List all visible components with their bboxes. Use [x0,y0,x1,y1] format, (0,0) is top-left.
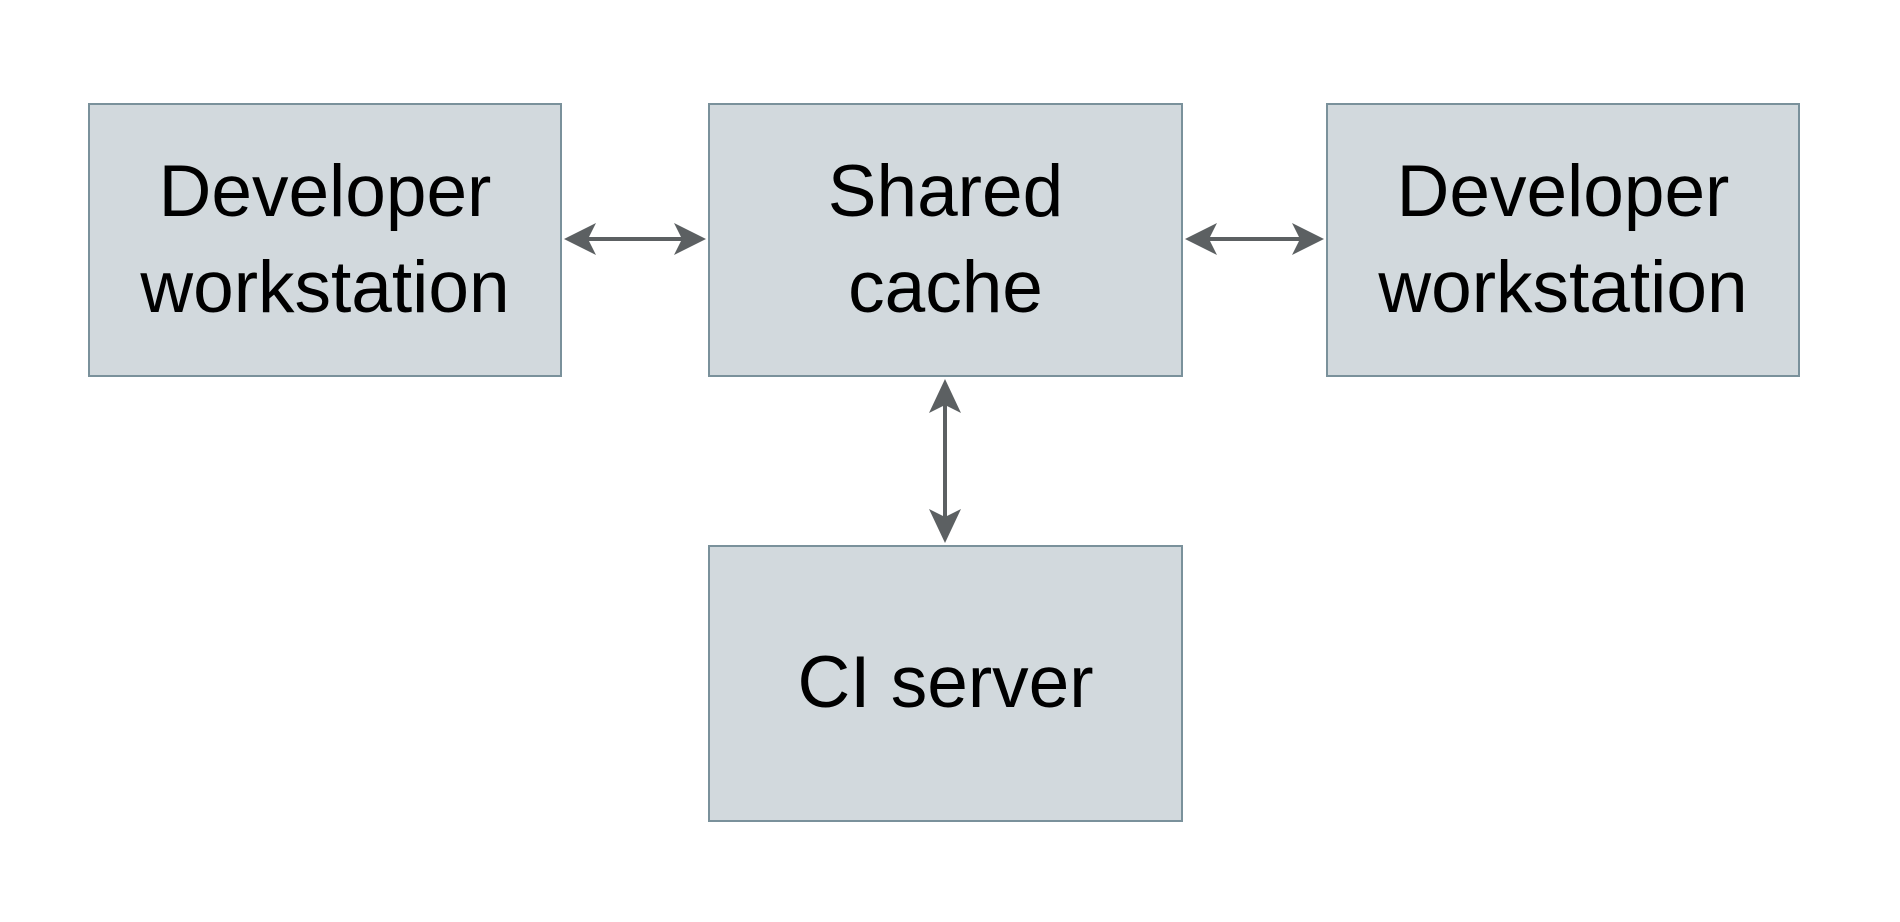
node-shared-cache: Shared cache [708,103,1183,377]
node-label-line: workstation [1378,247,1748,328]
node-label-line: Developer [1396,150,1730,232]
node-developer-workstation-right: Developer workstation [1326,103,1800,377]
node-label-line: CI server [797,642,1094,724]
node-label-line: cache [848,247,1043,328]
arrow-cache-ci-server-icon [929,379,961,543]
node-developer-workstation-left: Developer workstation [88,103,562,377]
arrow-cache-workstation-right-icon [1185,223,1324,255]
node-ci-server: CI server [708,545,1183,822]
node-label-line: workstation [140,247,510,328]
node-label-line: Developer [158,150,492,232]
node-label-line: Shared [827,150,1064,232]
arrow-workstation-left-cache-icon [564,223,706,255]
